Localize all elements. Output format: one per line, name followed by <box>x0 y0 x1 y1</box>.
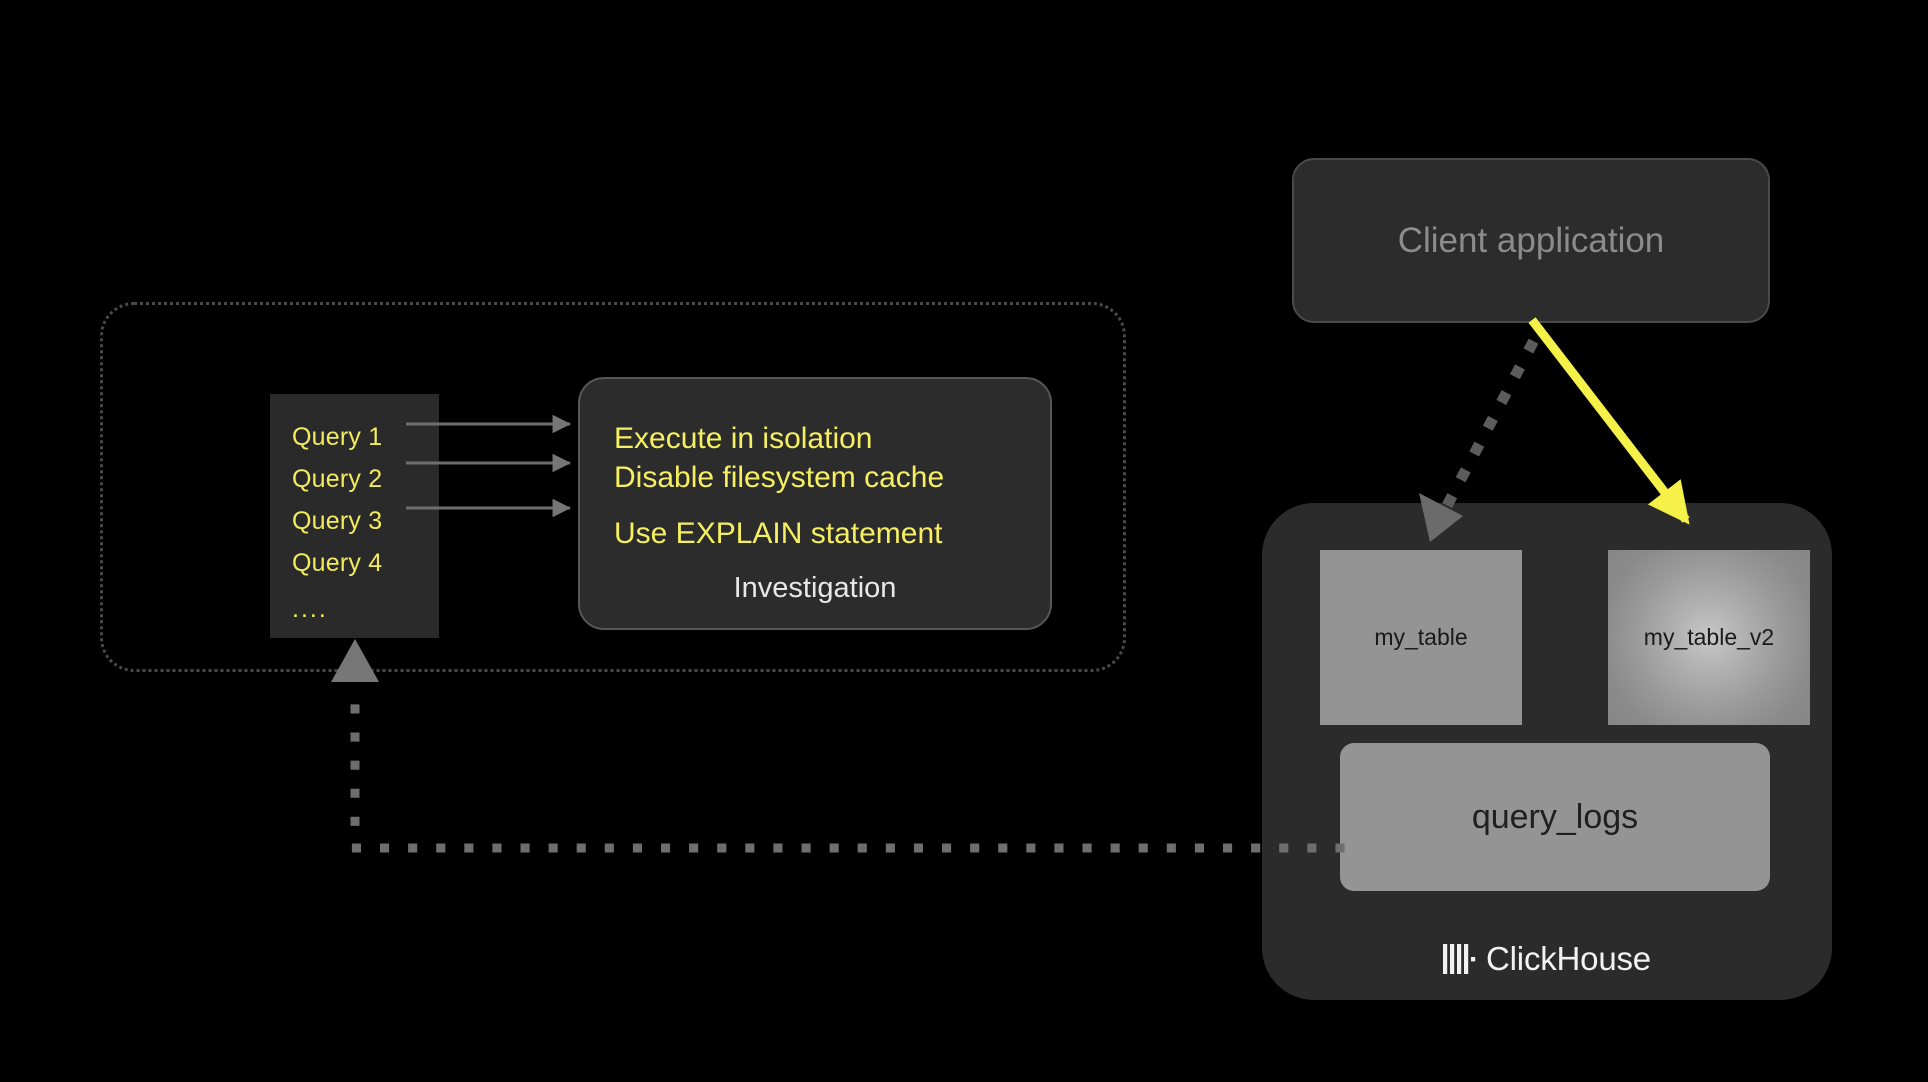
investigation-group-container <box>100 302 1126 672</box>
list-item: Query 4 <box>292 549 383 577</box>
list-item-ellipsis: .... <box>292 595 328 623</box>
connector-query-logs-to-query-list <box>350 685 1345 853</box>
table-box-my-table: my_table <box>1320 550 1522 725</box>
clickhouse-logo-icon <box>1443 944 1476 974</box>
clickhouse-panel: my_table my_table_v2 query_logs ClickHou… <box>1262 503 1832 1000</box>
connector-client-to-my-table-v2 <box>1528 317 1690 525</box>
table-box-my-table-v2: my_table_v2 <box>1608 550 1810 725</box>
investigation-step-list: Execute in isolation Disable filesystem … <box>614 419 1034 553</box>
query-list-box: Query 1 Query 2 Query 3 Query 4 .... <box>270 394 439 638</box>
investigation-step: Use EXPLAIN statement <box>614 517 943 550</box>
table-label: my_table <box>1374 624 1468 650</box>
client-application-label: Client application <box>1397 220 1665 260</box>
table-label: my_table_v2 <box>1643 624 1775 650</box>
investigation-step: Execute in isolation <box>614 422 873 455</box>
list-item: Query 3 <box>292 507 383 535</box>
investigation-step: Disable filesystem cache <box>614 461 945 494</box>
table-box-query-logs: query_logs <box>1340 743 1770 891</box>
list-item: Query 1 <box>292 423 383 451</box>
investigation-box: Execute in isolation Disable filesystem … <box>578 377 1052 630</box>
table-label: query_logs <box>1471 797 1639 836</box>
investigation-title: Investigation <box>733 572 897 604</box>
client-application-box: Client application <box>1292 158 1770 323</box>
clickhouse-logo: ClickHouse <box>1262 940 1832 978</box>
clickhouse-wordmark: ClickHouse <box>1486 940 1651 977</box>
list-item: Query 2 <box>292 465 383 493</box>
connector-client-to-my-table <box>1432 338 1539 527</box>
